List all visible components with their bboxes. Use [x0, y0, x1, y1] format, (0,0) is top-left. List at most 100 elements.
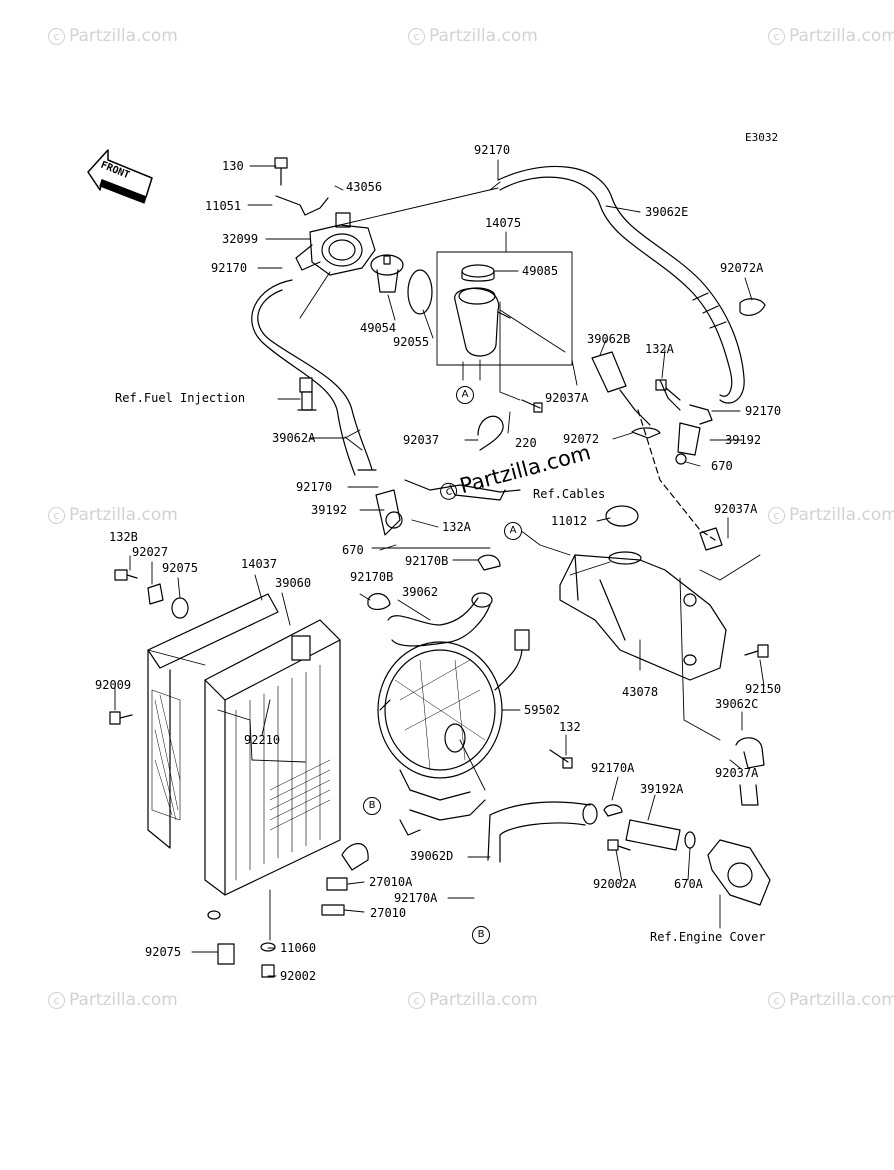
- part-label: 49054: [360, 321, 397, 335]
- diagram-code: E3032: [745, 131, 779, 144]
- part-label: 92170B: [405, 554, 449, 568]
- part-label: 49085: [522, 264, 559, 278]
- overflow-hose-end-icon: [699, 527, 723, 551]
- ref-label: Ref.Fuel Injection: [115, 391, 246, 405]
- clamp-92170a-icon: [603, 804, 623, 817]
- bolt-130-icon: [274, 157, 288, 186]
- hose-39062-icon: [387, 592, 493, 647]
- callout-b-bottom: B: [472, 926, 490, 944]
- hose-fitting-icon: [375, 489, 403, 536]
- filler-neck-icon: [454, 287, 511, 357]
- small-hose-icon: [591, 351, 651, 426]
- radiator-screen-icon: [151, 689, 181, 821]
- hose-39062c-icon: [735, 737, 765, 806]
- grommet-92027-icon: [147, 583, 164, 605]
- part-label: 220: [515, 436, 537, 450]
- bolt-132a-top-icon: [655, 379, 681, 401]
- ref-label: Ref.Engine Cover: [650, 930, 766, 944]
- thermostat-icon: [370, 254, 404, 293]
- part-label: 92150: [745, 682, 782, 696]
- callout-a-mid: A: [504, 522, 522, 540]
- o-ring-icon: [407, 269, 433, 315]
- right-hose-fitting-icon: [659, 379, 713, 465]
- lower-outlet-icon: [341, 843, 369, 871]
- part-label: 92037: [403, 433, 440, 447]
- part-label: 39062A: [272, 431, 316, 445]
- part-label: 130: [222, 159, 244, 173]
- cable-clamp-icon: [404, 415, 521, 501]
- part-label: 39192A: [640, 782, 684, 796]
- overflow-hose-dashed: [637, 409, 716, 541]
- part-label: 92009: [95, 678, 132, 692]
- part-label: 92027: [132, 545, 169, 559]
- part-label: 39062C: [715, 697, 759, 711]
- bolt-92150-icon: [744, 644, 769, 658]
- part-label: 670: [711, 459, 733, 473]
- part-label: 92170: [745, 404, 782, 418]
- thermostat-housing-icon: [275, 195, 376, 276]
- part-label: 39192: [311, 503, 348, 517]
- part-label: 92210: [244, 733, 281, 747]
- part-label: 39062E: [645, 205, 689, 219]
- callout-b-left: B: [363, 797, 381, 815]
- part-label: 92072: [563, 432, 600, 446]
- part-label: 92055: [393, 335, 430, 349]
- part-label: 92002: [280, 969, 317, 983]
- bolt-92009-icon: [109, 711, 133, 725]
- hose-39062d-icon: [487, 801, 598, 863]
- part-label: 92075: [162, 561, 199, 575]
- part-label: 11060: [280, 941, 317, 955]
- part-label: 92170: [474, 143, 511, 157]
- radiator-core-icon: [147, 593, 341, 920]
- part-label: 11012: [551, 514, 588, 528]
- part-label: 43056: [346, 180, 383, 194]
- part-label: 43078: [622, 685, 659, 699]
- bolt-132b-icon: [114, 569, 138, 581]
- leader-lines: [114, 159, 765, 977]
- part-label: 39062D: [410, 849, 454, 863]
- reservoir-tank-icon: [559, 551, 727, 681]
- part-label: 39062B: [587, 332, 631, 346]
- part-label: 92037A: [714, 502, 758, 516]
- part-label: 92037A: [715, 766, 759, 780]
- assembly-bracket-outline: [436, 251, 573, 366]
- cooling-fan-icon: [377, 629, 530, 836]
- part-label: 132A: [645, 342, 674, 356]
- part-label: 39060: [275, 576, 312, 590]
- part-label: 670: [342, 543, 364, 557]
- plug-92002-icon: [261, 964, 275, 978]
- fitting-39192a-icon: [625, 819, 696, 851]
- bolt-132-icon: [549, 749, 573, 769]
- part-label: 92075: [145, 945, 182, 959]
- radiator-hose-upper-icon: [497, 165, 745, 404]
- part-label: 92072A: [720, 261, 764, 275]
- bolt-220-icon: [521, 399, 543, 413]
- clamp-92170b-icon: [367, 554, 501, 610]
- part-label: 14075: [485, 216, 522, 230]
- part-label: 92037A: [545, 391, 589, 405]
- bolt-92002a-icon: [607, 839, 631, 851]
- washer-11060-icon: [260, 942, 276, 952]
- callout-a-upper: A: [456, 386, 474, 404]
- part-label: 32099: [222, 232, 259, 246]
- part-label: 39062: [402, 585, 439, 599]
- part-label: 14037: [241, 557, 278, 571]
- hose-clamp-92072a-icon: [739, 298, 766, 316]
- part-label: 11051: [205, 199, 242, 213]
- part-label: 59502: [524, 703, 561, 717]
- part-label: 39192: [725, 433, 762, 447]
- hose-clamp-icon: [631, 427, 661, 439]
- temp-sensor-27010a-icon: [326, 877, 348, 891]
- part-label: 132B: [109, 530, 138, 544]
- part-label: 670A: [674, 877, 703, 891]
